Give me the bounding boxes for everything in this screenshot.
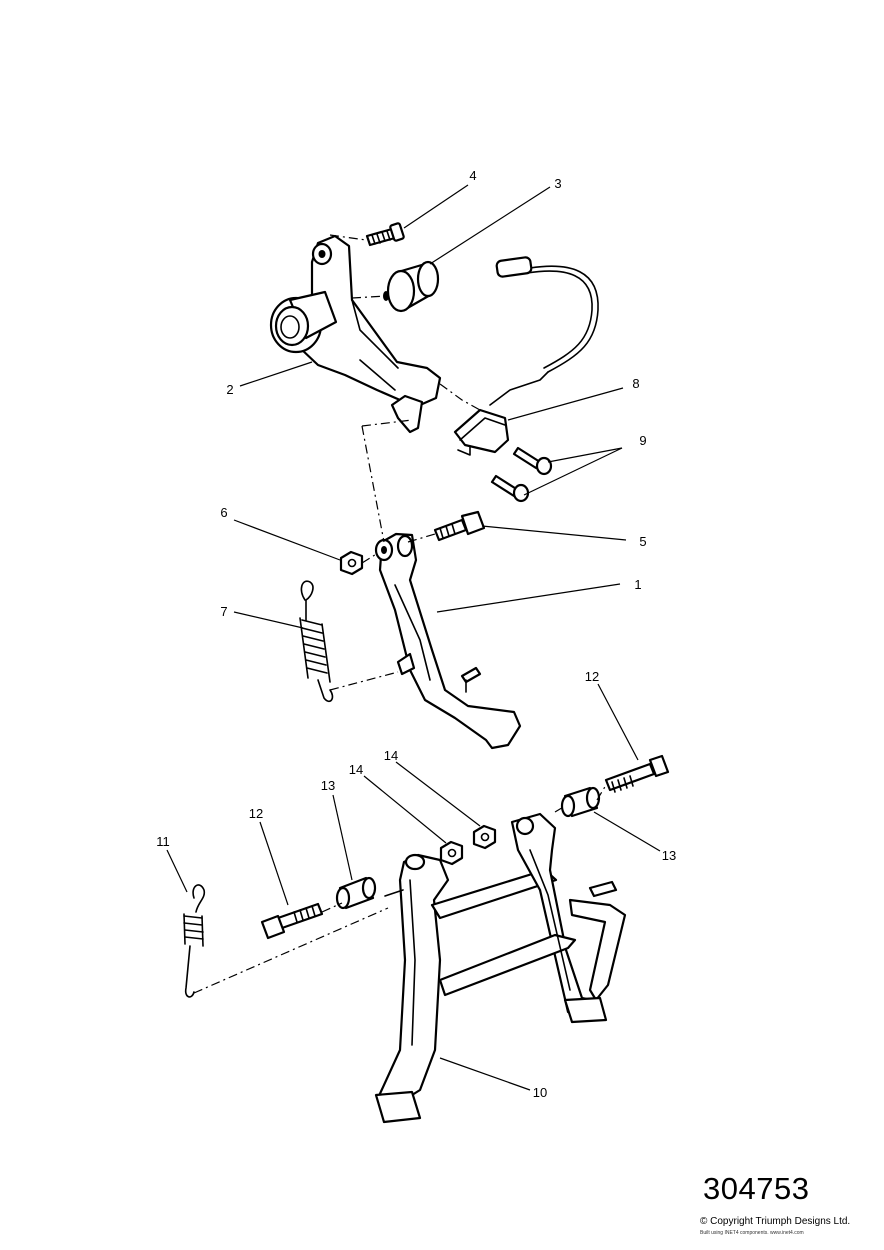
spacer-part-13-right [560, 786, 601, 818]
callout-labels: 1 2 3 4 5 6 7 8 9 10 11 12 12 13 13 14 1… [156, 168, 676, 1100]
callout-5: 5 [639, 534, 646, 549]
callout-3: 3 [554, 176, 561, 191]
callout-2: 2 [226, 382, 233, 397]
callout-9: 9 [639, 433, 646, 448]
assembly-lines [193, 234, 607, 994]
callout-6: 6 [220, 505, 227, 520]
bolt-part-4 [365, 222, 405, 247]
switch-part-8 [453, 256, 599, 456]
screws-part-9 [490, 446, 553, 503]
bolt-part-12-right [604, 754, 670, 793]
bush-part-3 [383, 260, 440, 313]
copyright-notice: © Copyright Triumph Designs Ltd. [700, 1216, 851, 1227]
bolt-part-12-left [260, 902, 324, 940]
callout-14-right: 14 [384, 748, 398, 763]
callout-14-left: 14 [349, 762, 363, 777]
centre-stand-part-10 [374, 812, 627, 1124]
credit-line: Built using INET4 components. www.inet4.… [700, 1230, 804, 1236]
callout-12-left: 12 [249, 806, 263, 821]
reference-number: 304753 [703, 1171, 810, 1206]
spacer-part-13-left [335, 876, 377, 910]
nut-part-14-left [439, 840, 464, 866]
callout-10: 10 [533, 1085, 547, 1100]
callout-12-right: 12 [585, 669, 599, 684]
bracket-part-2 [269, 234, 442, 434]
callout-11: 11 [156, 834, 170, 849]
callout-1: 1 [634, 577, 641, 592]
nut-part-14-right [472, 824, 497, 850]
callout-13-left: 13 [321, 778, 335, 793]
callout-8: 8 [632, 376, 639, 391]
nut-part-6 [339, 550, 364, 576]
leader-lines [166, 184, 661, 1091]
spring-part-7 [299, 580, 334, 703]
callout-7: 7 [220, 604, 227, 619]
side-stand-part-1 [374, 532, 522, 750]
spring-part-11 [183, 884, 206, 998]
bolt-part-5 [433, 510, 486, 542]
callout-4: 4 [469, 168, 476, 183]
callout-13-right: 13 [662, 848, 676, 863]
